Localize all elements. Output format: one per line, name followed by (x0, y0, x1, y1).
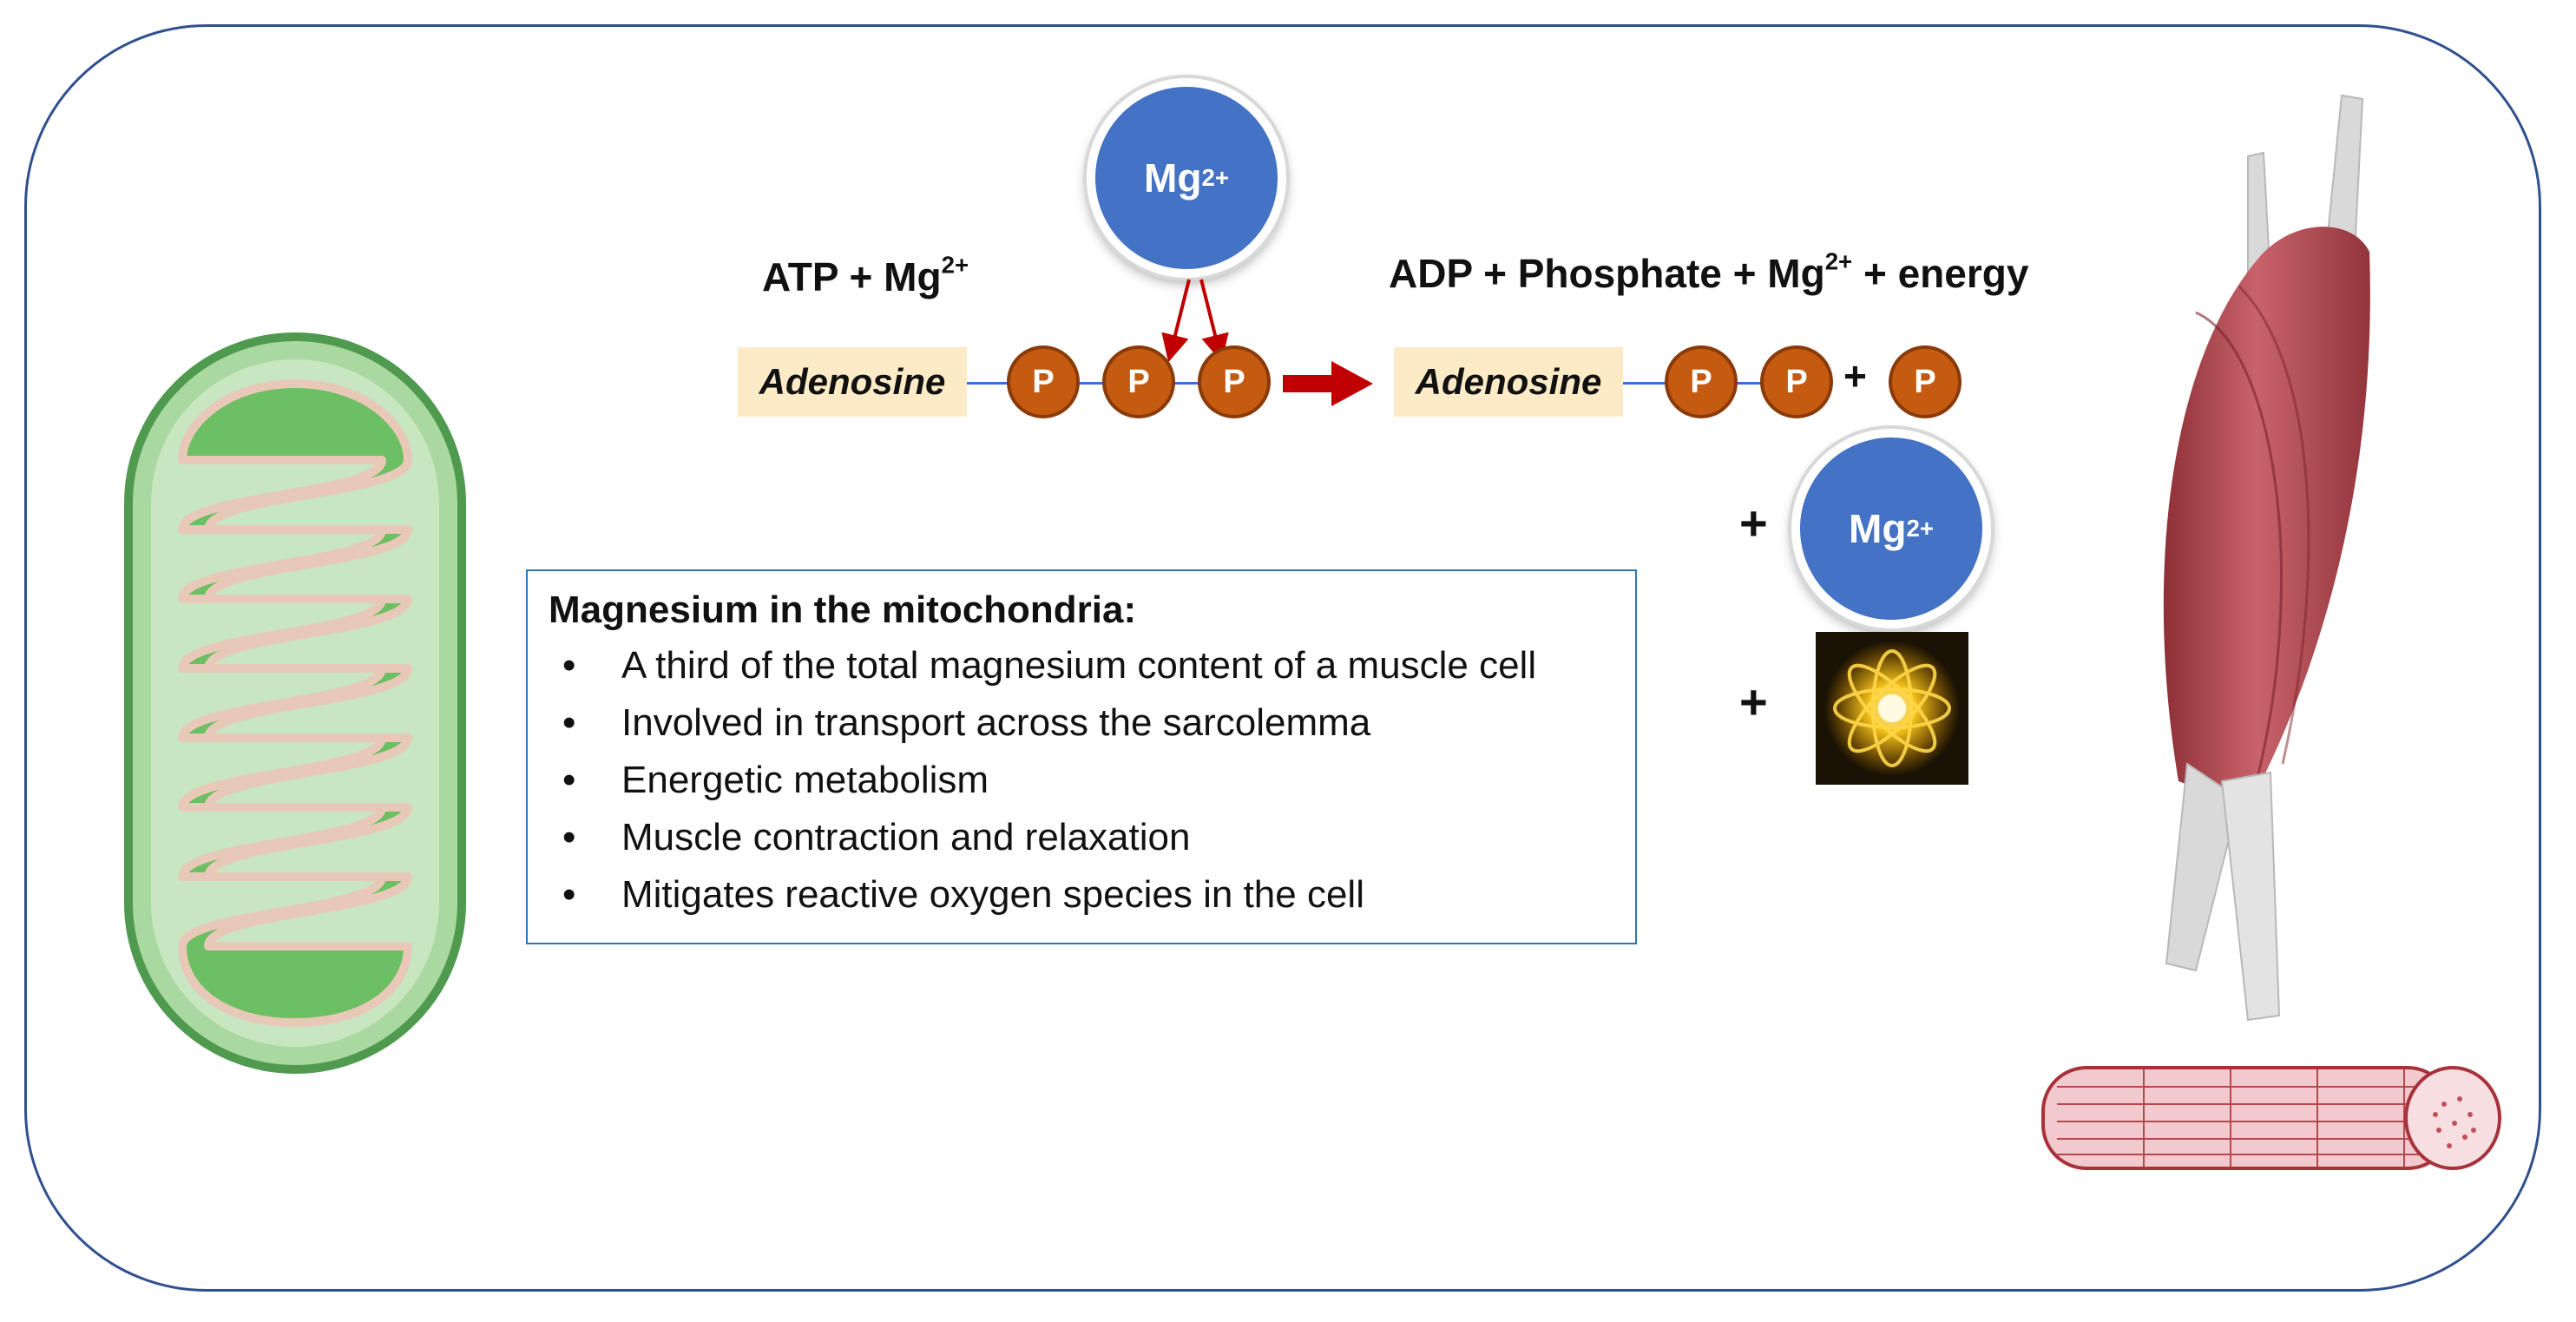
mg-symbol: Mg (1144, 155, 1202, 201)
products-label: ADP + Phosphate + Mg2+ + energy (1389, 247, 2029, 297)
products-prefix: ADP + Phosphate + Mg (1389, 251, 1825, 296)
products-suffix: + energy (1852, 251, 2029, 296)
diagram-frame (24, 24, 2541, 1292)
atp-phosphate-2: P (1102, 345, 1175, 418)
mg-symbol: Mg (1849, 506, 1907, 551)
products-charge: 2+ (1824, 247, 1853, 275)
adp-adenosine: Adenosine (1394, 347, 1623, 417)
list-item-text: A third of the total magnesium content o… (621, 644, 1537, 687)
atp-phosphate-1: P (1007, 345, 1080, 418)
atp-bond (967, 382, 1219, 385)
reactants-text: ATP + Mg (762, 254, 942, 299)
list-item: • Involved in transport across the sarcol… (549, 694, 1614, 752)
list-item-text: Involved in transport across the sarcole… (621, 701, 1371, 744)
atp-phosphate-3: P (1198, 345, 1271, 418)
free-phosphate: P (1889, 345, 1962, 418)
bullet: • (562, 873, 576, 916)
list-item-text: Energetic metabolism (621, 759, 989, 801)
plus-magnesium: + (1739, 496, 1768, 550)
reaction-arrow-icon (1283, 361, 1373, 406)
bullet: • (562, 759, 576, 801)
plus-energy: + (1739, 674, 1768, 729)
list-item: • Energetic metabolism (549, 752, 1614, 809)
bullet: • (562, 816, 576, 858)
mitochondrion-illustration (124, 332, 466, 1074)
bullet: • (562, 644, 576, 687)
reactants-charge: 2+ (941, 251, 969, 279)
adp-phosphate-1: P (1665, 345, 1738, 418)
bullet: • (562, 701, 576, 744)
muscle-illustration (2163, 94, 2370, 1022)
list-item-text: Mitigates reactive oxygen species in the… (621, 873, 1364, 916)
list-item-text: Muscle contraction and relaxation (621, 816, 1191, 858)
energy-burst-icon (1816, 632, 1968, 785)
plus-phosphate: + (1843, 353, 1867, 398)
info-box-heading: Magnesium in the mitochondria: (549, 589, 1137, 631)
list-item: • Muscle contraction and relaxation (549, 809, 1614, 866)
muscle-fiber-illustration (2041, 1066, 2501, 1170)
adp-phosphate-2: P (1760, 345, 1833, 418)
atp-adenosine: Adenosine (738, 347, 967, 417)
info-box-list: • A third of the total magnesium content … (549, 637, 1614, 924)
info-box: Magnesium in the mitochondria: • A third … (526, 569, 1637, 944)
list-item: • A third of the total magnesium content … (549, 637, 1614, 694)
mg-binding-arrows (1161, 279, 1229, 361)
reactants-label: ATP + Mg2+ (762, 253, 969, 300)
list-item: • Mitigates reactive oxygen species in th… (549, 866, 1614, 924)
